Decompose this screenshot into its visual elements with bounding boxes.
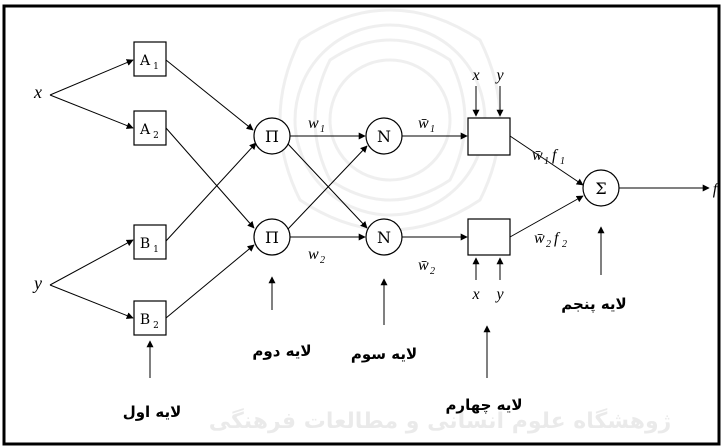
weight-w2-bar-main: w̄ xyxy=(418,257,429,274)
layer3-node-top: N xyxy=(365,117,403,155)
weight-w1-main: w xyxy=(308,115,319,132)
layer3-label: لایه سوم xyxy=(351,345,417,363)
layer4-output-bottom-wsub: 2 xyxy=(546,239,551,250)
input-x-label: x xyxy=(33,82,42,102)
layer4-output-bottom: w̄ 2 f 2 xyxy=(534,230,567,250)
layer2-to-layer3-arrows xyxy=(287,132,368,241)
layer5-node-sum: Σ xyxy=(582,169,620,207)
weight-w1-bar-main: w̄ xyxy=(418,115,429,132)
weight-w2: w 2 xyxy=(308,246,325,266)
weight-w1-sub: 1 xyxy=(320,124,325,135)
layer1-to-layer2-arrows xyxy=(165,59,257,319)
weight-w2-sub: 2 xyxy=(320,255,325,266)
layer1-node-a2: A 2 xyxy=(133,110,167,146)
layer4-node-top xyxy=(467,117,511,156)
layer3-node-bottom-symbol: N xyxy=(377,228,391,247)
layer4-output-top-w: w̄ xyxy=(532,147,543,164)
layer1-node-a1-sub: 1 xyxy=(153,62,159,72)
layer4-top-input-x: x xyxy=(471,67,479,84)
layer4-output-bottom-w: w̄ xyxy=(534,230,545,247)
layer1-node-a1-main: A xyxy=(139,53,151,69)
weight-w2-main: w xyxy=(308,246,319,263)
weight-w2-bar: w̄ 2 xyxy=(418,257,435,277)
layer4-top-input-arrows xyxy=(472,86,504,117)
layer4-output-top-wsub: 1 xyxy=(544,156,549,167)
layer1-node-b2: B 2 xyxy=(133,300,167,336)
layer3-node-bottom: N xyxy=(365,218,403,256)
input-y-label: y xyxy=(32,273,42,293)
weight-w1-bar-sub: 1 xyxy=(430,124,435,135)
layer2-label: لایه دوم xyxy=(252,342,311,360)
output-f-label: f xyxy=(713,181,720,198)
layer3-node-top-symbol: N xyxy=(377,127,391,146)
layer4-output-top: w̄ 1 f 1 xyxy=(532,147,565,167)
layer1-node-a2-main: A xyxy=(139,122,151,138)
layer2-node-top-symbol: Π xyxy=(265,127,279,146)
layer1-node-b1-sub: 1 xyxy=(153,245,159,255)
layer4-top-input-y: y xyxy=(494,67,504,84)
layer4-label: لایه چهارم xyxy=(445,396,522,415)
layer1-node-a1: A 1 xyxy=(133,41,167,77)
weight-w2-bar-sub: 2 xyxy=(430,266,435,277)
layer4-bottom-input-y: y xyxy=(494,286,504,303)
layer-label-arrows xyxy=(146,226,605,378)
layer5-label: لایه پنجم xyxy=(561,295,626,314)
layer4-output-bottom-f: f xyxy=(554,230,561,247)
input-arrows xyxy=(49,59,134,319)
layer5-node-sum-symbol: Σ xyxy=(595,179,606,198)
layer1-node-b2-main: B xyxy=(140,312,150,328)
diagram-border xyxy=(2,4,721,446)
layer1-node-b1: B 1 xyxy=(133,224,167,260)
layer4-bottom-input-arrows xyxy=(472,257,504,280)
layer4-bottom-input-x: x xyxy=(471,286,479,303)
layer1-node-b1-main: B xyxy=(140,236,150,252)
layer1-node-a2-sub: 2 xyxy=(153,131,159,141)
layer4-to-layer5-arrows xyxy=(509,135,584,238)
layer2-node-top: Π xyxy=(253,117,291,155)
layer1-label: لایه اول xyxy=(123,403,182,421)
layer4-output-top-f: f xyxy=(552,147,559,164)
watermark-text: ژوهشگاه علوم انسانی و مطالعات فرهنگی xyxy=(209,407,672,434)
layer4-output-top-fsub: 1 xyxy=(560,156,565,167)
layer1-node-b2-sub: 2 xyxy=(153,321,159,331)
layer4-output-bottom-fsub: 2 xyxy=(562,239,567,250)
weight-w1-bar: w̄ 1 xyxy=(418,115,435,135)
weight-w1: w 1 xyxy=(308,115,325,135)
layer2-node-bottom-symbol: Π xyxy=(265,228,279,247)
layer2-node-bottom: Π xyxy=(253,218,291,256)
layer4-node-bottom xyxy=(467,218,511,256)
layer3-to-layer4-arrows xyxy=(402,132,468,241)
